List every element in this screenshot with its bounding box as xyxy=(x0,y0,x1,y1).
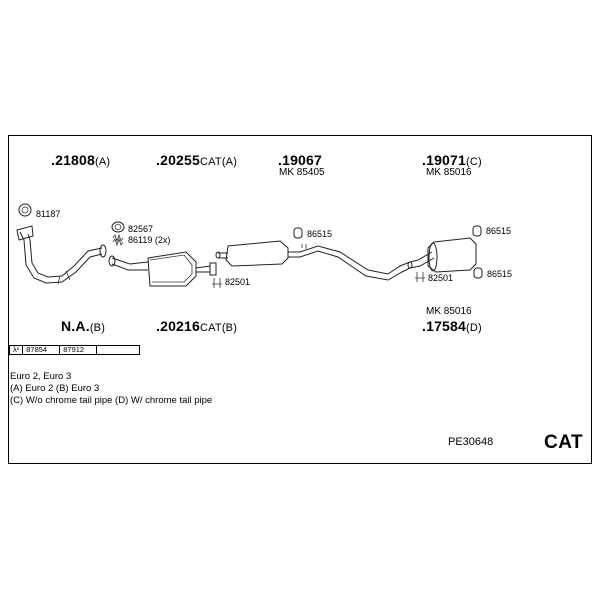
part-81187-label: 81187 xyxy=(36,209,61,219)
part-21808-label: .21808(A) xyxy=(51,152,111,168)
part-19071-label: .19071(C) xyxy=(422,152,482,168)
note-line: (A) Euro 2 (B) Euro 3 xyxy=(10,383,100,394)
note-line: (C) W/o chrome tail pipe (D) W/ chrome t… xyxy=(10,395,213,406)
lambda-cell xyxy=(96,345,141,355)
part-na-label: N.A.(B) xyxy=(61,318,106,334)
lambda-cell: 87854 xyxy=(22,345,61,355)
hanger-82501-left-icon xyxy=(212,278,222,288)
rear-silencer-drawing xyxy=(409,237,477,273)
catalytic-converter-drawing xyxy=(108,251,217,287)
part-86119-label: 86119 (2x) xyxy=(128,235,171,245)
mk-85016-bottom-label: MK 85016 xyxy=(426,306,472,317)
part-20216-label: .20216CAT(B) xyxy=(156,318,238,334)
part-19067-label: .19067 xyxy=(278,152,323,168)
note-line: Euro 2, Euro 3 xyxy=(10,371,72,382)
spring-bolts-icon xyxy=(112,233,124,247)
gasket-ring-icon xyxy=(18,203,32,217)
part-86515-a-label: 86515 xyxy=(307,229,333,239)
hanger-86515-b-icon xyxy=(472,225,482,237)
front-pipe-drawing xyxy=(16,225,107,285)
lambda-cell: 87912 xyxy=(59,345,98,355)
part-82501-b-label: 82501 xyxy=(428,273,454,283)
diagram-frame xyxy=(8,135,592,464)
gasket-82567-icon xyxy=(111,221,125,233)
category-label: CAT xyxy=(544,432,584,453)
lambda-header-cell: λ¹ xyxy=(8,345,24,355)
hanger-86515-c-icon xyxy=(473,267,483,279)
part-17584-label: .17584(D) xyxy=(422,318,482,334)
part-82501-a-label: 82501 xyxy=(225,277,251,287)
hanger-86515-a-icon xyxy=(293,227,303,239)
part-86515-c-label: 86515 xyxy=(487,269,513,279)
part-82567-label: 82567 xyxy=(128,224,154,234)
lambda-sensor-table: λ¹ 87854 87912 xyxy=(8,345,141,355)
notes-block: Euro 2, Euro 3 (A) Euro 2 (B) Euro 3 (C)… xyxy=(10,371,212,407)
kit-code-label: PE30648 xyxy=(448,436,494,448)
mk-85405-label: MK 85405 xyxy=(279,167,325,178)
middle-silencer-drawing xyxy=(215,240,413,281)
part-86515-b-label: 86515 xyxy=(486,226,512,236)
hanger-82501-right-icon xyxy=(415,272,425,282)
table-row: λ¹ 87854 87912 xyxy=(8,345,141,355)
mk-85016-top-label: MK 85016 xyxy=(426,167,472,178)
part-20255-label: .20255CAT(A) xyxy=(156,152,238,168)
